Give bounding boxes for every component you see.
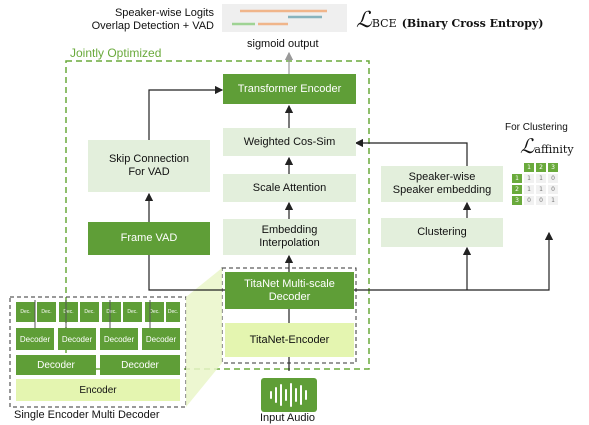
skip-connection-line1: Skip Connection	[108, 153, 190, 165]
scale-attention-block: Scale Attention	[223, 174, 356, 202]
dec-small-label: Dec.	[84, 308, 95, 315]
decoder-medium-block: Decoder	[16, 328, 54, 350]
decoder-medium-block: Decoder	[100, 328, 138, 350]
speaker-embedding-line1: Speaker-wise	[408, 171, 476, 183]
decoder-medium-block: Decoder	[142, 328, 180, 350]
matrix-row-header: 1	[512, 174, 522, 183]
decoder-medium-block: Decoder	[58, 328, 96, 350]
matrix-row-header: 2	[512, 185, 522, 194]
matrix-col-header: 2	[536, 163, 546, 172]
bce-loss-label: ℒBCE (Binary Cross Entropy)	[356, 8, 544, 33]
dec-small-block: Dec.	[37, 302, 56, 322]
affinity-matrix: 1 2 3 1 1 1 0 2 1 1 0 3 0 0 1	[512, 163, 572, 211]
affinity-subscript: affinity	[534, 143, 574, 156]
matrix-col-header: 1	[524, 163, 534, 172]
decoder-medium-label: Decoder	[145, 334, 177, 344]
dec-small-block: Dec.	[59, 302, 78, 322]
dec-small-block: Dec.	[16, 302, 35, 322]
audio-waveform-icon	[261, 378, 317, 412]
matrix-cell: 1	[524, 174, 534, 183]
bce-description: (Binary Cross Entropy)	[401, 17, 544, 30]
bce-subscript: BCE	[371, 17, 397, 30]
weighted-cos-sim-label: Weighted Cos-Sim	[243, 135, 336, 148]
affinity-symbol: ℒ	[520, 134, 535, 158]
matrix-row-header: 3	[512, 196, 522, 205]
matrix-cell: 1	[536, 185, 546, 194]
speaker-embedding-line2: Speaker embedding	[392, 184, 492, 196]
dec-small-label: Dec.	[167, 308, 179, 315]
semd-encoder-label: Encoder	[79, 384, 117, 396]
bce-symbol: ℒ	[356, 8, 372, 33]
dec-small-block: Dec.	[123, 302, 142, 322]
decoder-large-label: Decoder	[37, 359, 75, 371]
frame-vad-label: Frame VAD	[120, 232, 178, 244]
matrix-cell: 0	[524, 196, 534, 205]
matrix-cell: 0	[536, 196, 546, 205]
matrix-cell: 0	[548, 174, 558, 183]
affinity-loss-label: ℒaffinity	[520, 134, 574, 158]
titanet-encoder-block: TitaNet-Encoder	[225, 323, 354, 357]
decoder-medium-label: Decoder	[61, 334, 93, 344]
speaker-embedding-block: Speaker-wise Speaker embedding	[381, 166, 503, 202]
dec-small-label: Dec.	[127, 308, 138, 315]
dec-small-label: Dec.	[149, 308, 160, 315]
decoder-large-block: Decoder	[16, 355, 96, 375]
dec-small-label: Dec.	[20, 308, 31, 315]
titanet-decoder-block: TitaNet Multi-scale Decoder	[225, 272, 354, 309]
logits-label-line1: Speaker-wise Logits	[114, 7, 214, 19]
decoder-medium-label: Decoder	[19, 334, 51, 344]
weighted-cos-sim-block: Weighted Cos-Sim	[223, 128, 356, 156]
semd-detail: Dec. Dec. Dec. Dec. Dec. Dec. Dec. Dec. …	[14, 300, 182, 404]
decoder-large-label: Decoder	[121, 359, 159, 371]
input-audio-label: Input Audio	[260, 412, 316, 424]
skip-connection-line2: For VAD	[128, 166, 170, 178]
matrix-cell: 1	[548, 196, 558, 205]
matrix-corner	[512, 163, 522, 172]
matrix-col-header: 3	[548, 163, 558, 172]
dec-small-label: Dec.	[106, 308, 117, 315]
dec-small-block: Dec.	[80, 302, 99, 322]
clustering-label: Clustering	[417, 226, 467, 238]
jointly-optimized-label: Jointly Optimized	[70, 46, 162, 60]
skip-connection-block: Skip Connection For VAD	[88, 140, 210, 192]
dec-small-block: Dec.	[102, 302, 121, 322]
titanet-decoder-line2: Decoder	[268, 290, 311, 303]
matrix-cell: 0	[548, 185, 558, 194]
titanet-decoder-line1: TitaNet Multi-scale	[244, 277, 335, 290]
logits-label-line2: Overlap Detection + VAD	[91, 20, 214, 32]
semd-encoder-block: Encoder	[16, 379, 180, 401]
dec-small-block: Dec.	[166, 302, 180, 322]
embedding-interpolation-block: Embedding Interpolation	[223, 219, 356, 255]
matrix-cell: 1	[536, 174, 546, 183]
titanet-encoder-label: TitaNet-Encoder	[249, 333, 330, 346]
sigmoid-output-label: sigmoid output	[247, 38, 319, 50]
decoder-large-block: Decoder	[100, 355, 180, 375]
for-clustering-label: For Clustering	[505, 122, 568, 133]
embedding-interpolation-line1: Embedding	[261, 224, 318, 236]
embedding-interpolation-line2: Interpolation	[259, 237, 320, 249]
logits-chart-panel	[222, 4, 347, 32]
dec-small-label: Dec.	[63, 308, 74, 315]
transformer-encoder-block: Transformer Encoder	[223, 74, 356, 104]
dec-small-label: Dec.	[41, 308, 52, 315]
matrix-cell: 1	[524, 185, 534, 194]
transformer-encoder-label: Transformer Encoder	[237, 82, 342, 95]
scale-attention-label: Scale Attention	[252, 181, 327, 194]
frame-vad-block: Frame VAD	[88, 222, 210, 255]
semd-caption: Single Encoder Multi Decoder	[14, 409, 160, 421]
clustering-block: Clustering	[381, 218, 503, 247]
decoder-medium-label: Decoder	[103, 334, 135, 344]
